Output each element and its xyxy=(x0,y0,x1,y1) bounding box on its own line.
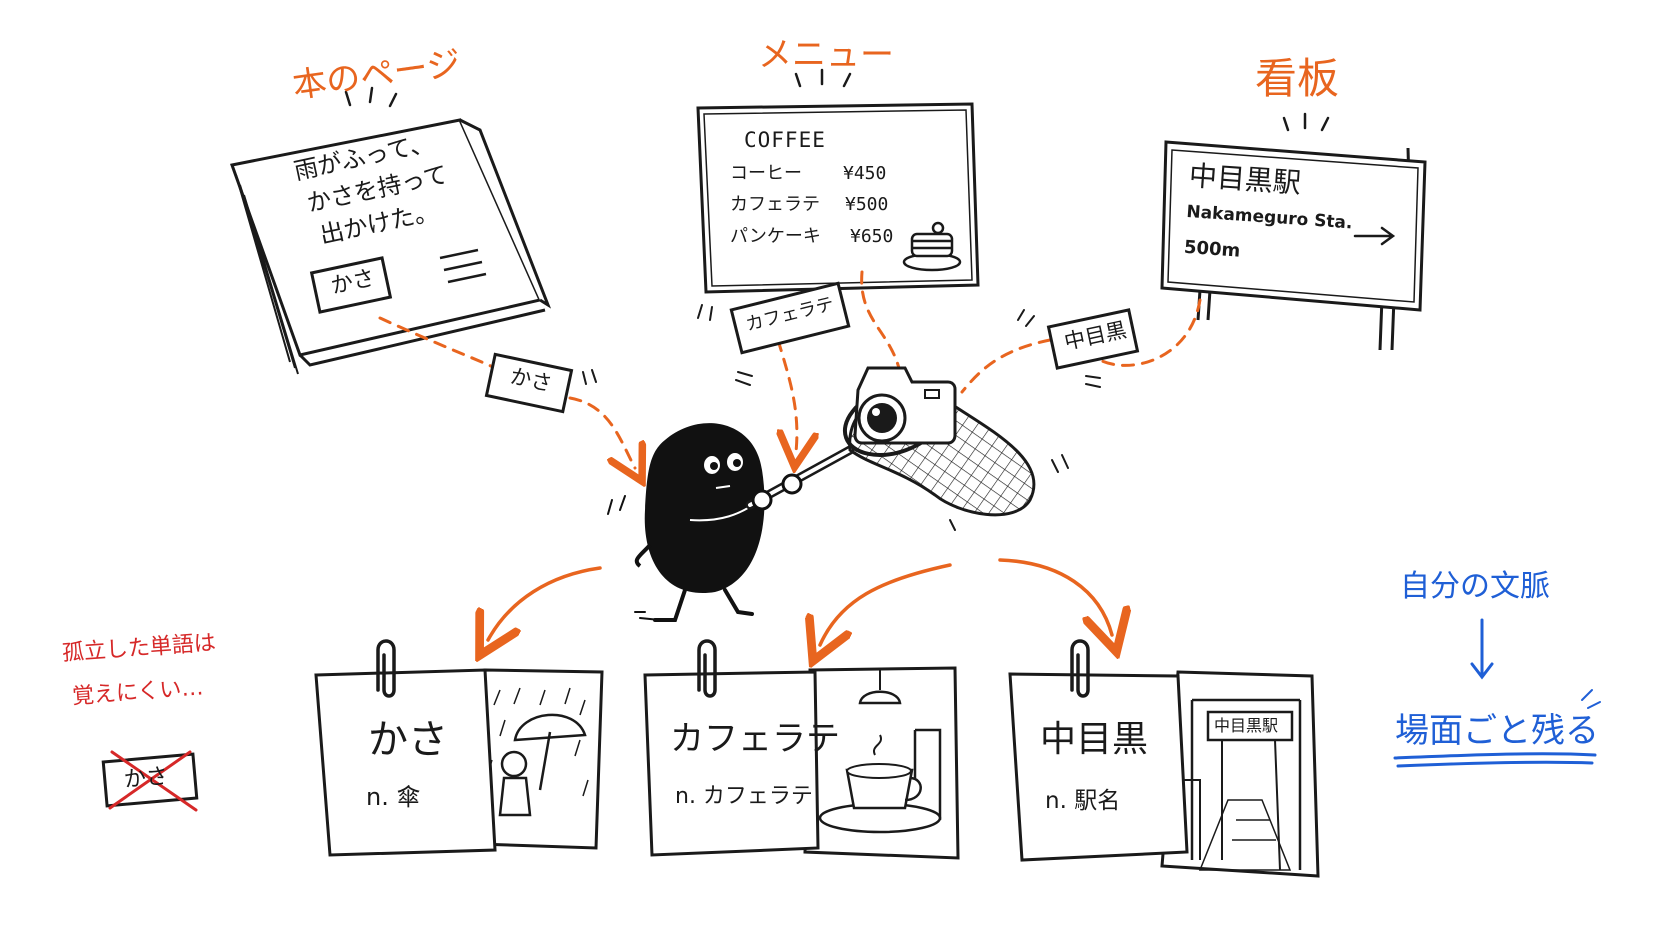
result-photo-station xyxy=(1160,670,1320,878)
label-sign: 看板 xyxy=(1255,54,1340,103)
result-arrows xyxy=(488,558,1112,645)
station-board-text: 中目黒駅 xyxy=(1214,716,1279,735)
menu-title: COFFEE xyxy=(744,128,826,152)
crossed-card xyxy=(101,750,199,812)
book-illustration xyxy=(230,118,552,375)
camera-icon xyxy=(853,366,957,445)
right-note-top: 自分の文脈 xyxy=(1400,569,1550,604)
flying-card-cafelatte xyxy=(697,281,851,386)
cross-mark-icon xyxy=(108,750,198,812)
menu-item-price: ¥650 xyxy=(850,226,894,247)
book-word-box xyxy=(309,256,393,314)
sign-sparks xyxy=(1282,112,1330,132)
paperclip-icon xyxy=(697,639,717,698)
flying-card-kasa xyxy=(484,352,597,414)
menu-sparks xyxy=(794,68,852,88)
menu-item-price: ¥500 xyxy=(845,194,889,215)
result-word: カフェラテ xyxy=(670,719,840,759)
menu-item-name: パンケーキ xyxy=(730,226,821,247)
paperclip-icon xyxy=(376,639,396,698)
crossed-word: かさ xyxy=(122,764,169,793)
blue-down-arrow xyxy=(1470,618,1494,680)
menu-item-name: コーヒー xyxy=(730,163,802,184)
bean-character xyxy=(607,423,765,622)
flying-card-nakameguro xyxy=(1017,308,1140,388)
result-meaning: n. カフェラテ xyxy=(675,784,813,809)
result-meaning: n. 駅名 xyxy=(1045,788,1121,814)
result-card-nakameguro xyxy=(1008,672,1189,862)
menu-item-price: ¥450 xyxy=(843,163,887,184)
result-word: 中目黒 xyxy=(1040,719,1149,760)
blue-underline xyxy=(1393,689,1601,768)
result-photo-cafe xyxy=(803,666,960,860)
menu-item-name: カフェラテ xyxy=(730,194,820,215)
pancake-icon xyxy=(902,221,962,272)
result-word: かさ xyxy=(368,717,448,763)
sign-romaji: Nakameguro Sta. xyxy=(1185,201,1354,234)
right-note-bottom: 場面ごと残る xyxy=(1395,711,1599,751)
result-meaning: n. 傘 xyxy=(366,783,421,811)
result-card-kasa xyxy=(314,668,497,857)
result-photo-rain xyxy=(476,668,604,850)
paperclip-icon xyxy=(1070,639,1090,698)
arrow-right-icon xyxy=(1353,226,1396,246)
menu-illustration xyxy=(696,102,980,294)
sign-text: 中目黒駅 Nakameguro Sta. 500m xyxy=(1183,159,1356,268)
result-card-cafelatte xyxy=(643,670,820,857)
label-menu: メニュー xyxy=(758,35,894,75)
book-sparks xyxy=(344,86,398,108)
